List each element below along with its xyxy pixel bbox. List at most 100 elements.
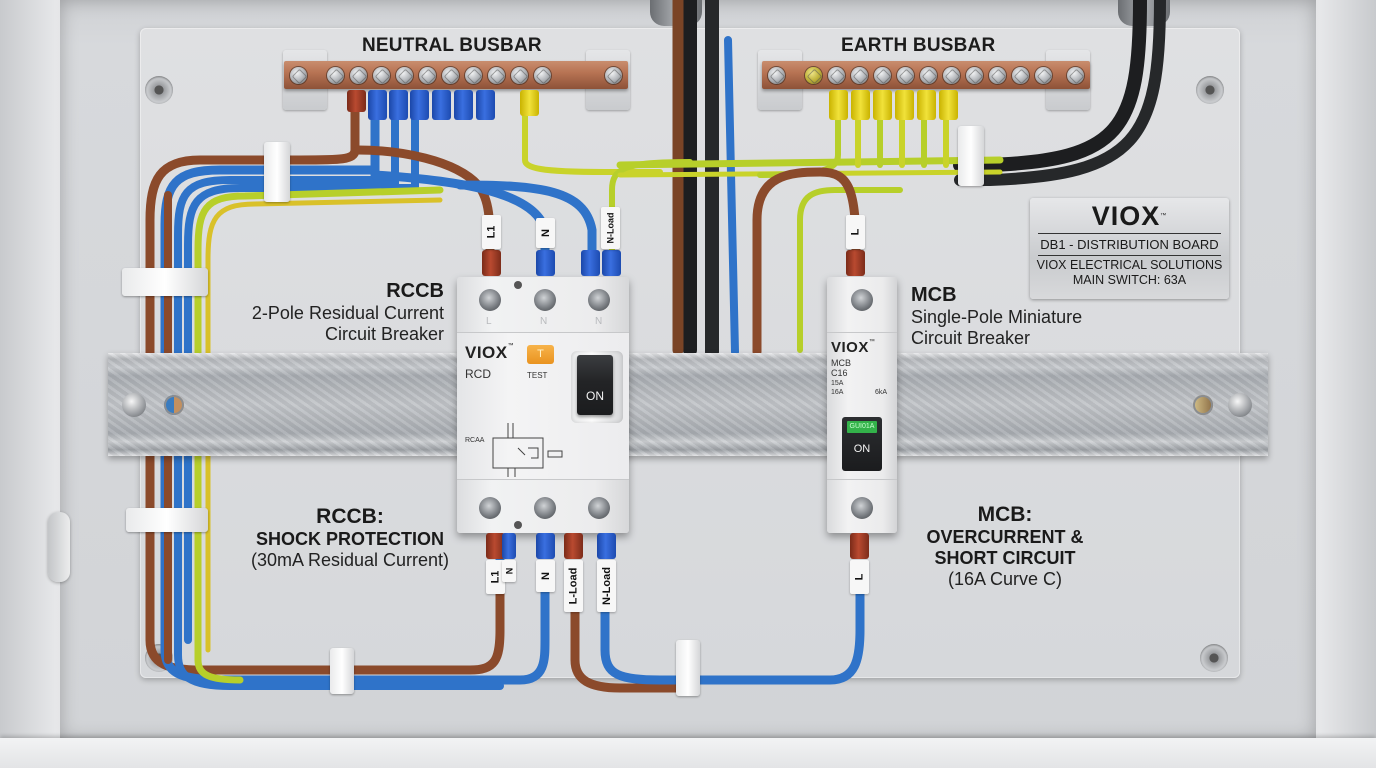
ferrule-live (486, 533, 505, 559)
mcb-breaking-capacity: 6kA (875, 389, 888, 396)
cable-clip (330, 648, 354, 694)
cable-clip (264, 142, 290, 202)
wire-marker-sleeve: L (846, 215, 865, 249)
mcb-device: VIOX™ MCB C16 15A 16A 6kA GUI01A ON (827, 277, 897, 533)
rccb-front-face: VIOX™ RCD T TEST ON RCAA (457, 332, 629, 480)
ferrule-live (846, 250, 865, 276)
ferrule-earth (851, 90, 870, 120)
rccb-annotation-line1: 2-Pole Residual Current (251, 303, 444, 323)
earth-incomer-cable (953, 0, 1147, 172)
ferrule-earth (939, 90, 958, 120)
screw-icon (989, 66, 1006, 84)
screw-icon (327, 66, 344, 84)
mcb-front-face: VIOX™ MCB C16 15A 16A 6kA GUI01A ON (827, 332, 897, 480)
mcb-rating-2: 16A (831, 389, 844, 396)
rccb-note-title: RCCB: (316, 505, 384, 528)
circuit-schematic-icon (492, 423, 563, 477)
company-name: VIOX ELECTRICAL SOLUTIONS (1036, 258, 1223, 272)
rccb-annotation-line2: Circuit Breaker (324, 324, 444, 344)
screw-icon (897, 66, 914, 84)
mounting-hole-icon (1200, 644, 1228, 672)
ferrule-neutral (502, 533, 516, 559)
rccb-annotation: RCCB 2-Pole Residual Current Circuit Bre… (200, 280, 444, 345)
cable-clip (122, 268, 208, 296)
ferrule-earth (917, 90, 936, 120)
wire-marker-sleeve: N (536, 560, 555, 592)
ferrule-neutral (476, 90, 495, 120)
ferrule-neutral (368, 90, 387, 120)
ferrule-neutral (454, 90, 473, 120)
rccb-note-line2: (30mA Residual Current) (250, 550, 450, 570)
cable-clip (958, 126, 984, 186)
mcb-type: MCB (831, 358, 851, 368)
rccb-toggle-switch[interactable]: ON (577, 355, 613, 415)
indicator-dot (514, 281, 522, 289)
mcb-note-title: MCB: (977, 503, 1033, 526)
board-id: DB1 - DISTRIBUTION BOARD (1040, 237, 1219, 252)
rail-screw-icon (122, 393, 146, 417)
mcb-curve-rating: C16 (831, 368, 848, 378)
screw-icon (943, 66, 960, 84)
wire-marker-sleeve: N-Load (597, 560, 616, 612)
screw-icon (1012, 66, 1029, 84)
mounting-hole-icon (1196, 76, 1224, 104)
screw-icon (465, 66, 482, 84)
incomer-neutral-wire (724, 36, 739, 356)
mcb-toggle-switch[interactable]: GUI01A ON (842, 417, 882, 471)
ferrule-live (564, 533, 583, 559)
din-rail (108, 353, 1268, 456)
screw-icon (605, 66, 622, 84)
screw-icon (874, 66, 891, 84)
ferrule-neutral (410, 90, 429, 120)
rccb-function-note: RCCB: SHOCK PROTECTION (30mA Residual Cu… (230, 505, 470, 571)
ferrule-neutral (602, 250, 621, 276)
mounting-hole-icon (145, 76, 173, 104)
screw-icon (396, 66, 413, 84)
screw-icon (511, 66, 528, 84)
ferrule-earth (829, 90, 848, 120)
earth-busbar-title: EARTH BUSBAR (841, 35, 996, 56)
ferrule-neutral (581, 250, 600, 276)
main-switch-rating: MAIN SWITCH: 63A (1072, 273, 1187, 287)
terminal-screw-icon (534, 289, 556, 311)
door-latch (48, 512, 70, 582)
ferrule-neutral (389, 90, 408, 120)
screw-icon (442, 66, 459, 84)
wire-marker-sleeve: N-Load (601, 207, 620, 249)
terminal-screw-icon (851, 497, 873, 519)
mcb-annotation-line1: Single-Pole Miniature (911, 307, 1083, 327)
screw-icon (350, 66, 367, 84)
ferrule-live (482, 250, 501, 276)
screw-icon (419, 66, 436, 84)
wire-marker-sleeve: L1 (482, 215, 501, 249)
terminal-label: N (595, 316, 603, 327)
rail-slot-icon (164, 395, 184, 415)
terminal-screw-icon (851, 289, 873, 311)
earth-incomer-cable (954, 0, 1166, 186)
ferrule-live (347, 90, 366, 112)
wire-marker-sleeve: L (850, 560, 869, 594)
cable-clip (126, 508, 208, 532)
screw-icon (1067, 66, 1084, 84)
schematic-label: RCAA (465, 437, 485, 444)
ferrule-neutral (536, 533, 555, 559)
screw-icon (828, 66, 845, 84)
wire-marker-sleeve: N (502, 560, 516, 582)
terminal-screw-icon (588, 289, 610, 311)
mcb-status-indicator: GUI01A (847, 421, 877, 433)
terminal-screw-icon (479, 497, 501, 519)
mcb-annotation-title: MCB (911, 284, 957, 306)
mcb-rating-1: 15A (831, 380, 844, 387)
screw-icon (534, 66, 551, 84)
terminal-label: L (486, 316, 492, 327)
terminal-label: N (540, 316, 548, 327)
screw-icon (373, 66, 390, 84)
rccb-annotation-title: RCCB (386, 280, 444, 302)
distribution-board-nameplate: VIOX™ DB1 - DISTRIBUTION BOARD VIOX ELEC… (1030, 198, 1229, 299)
rccb-note-line1: SHOCK PROTECTION (255, 529, 444, 549)
terminal-screw-icon (588, 497, 610, 519)
mcb-function-note: MCB: OVERCURRENT & SHORT CIRCUIT (16A Cu… (900, 503, 1110, 590)
mcb-note-line1: OVERCURRENT & (926, 527, 1084, 547)
ferrule-earth (520, 90, 539, 116)
test-button[interactable]: T (527, 345, 554, 364)
